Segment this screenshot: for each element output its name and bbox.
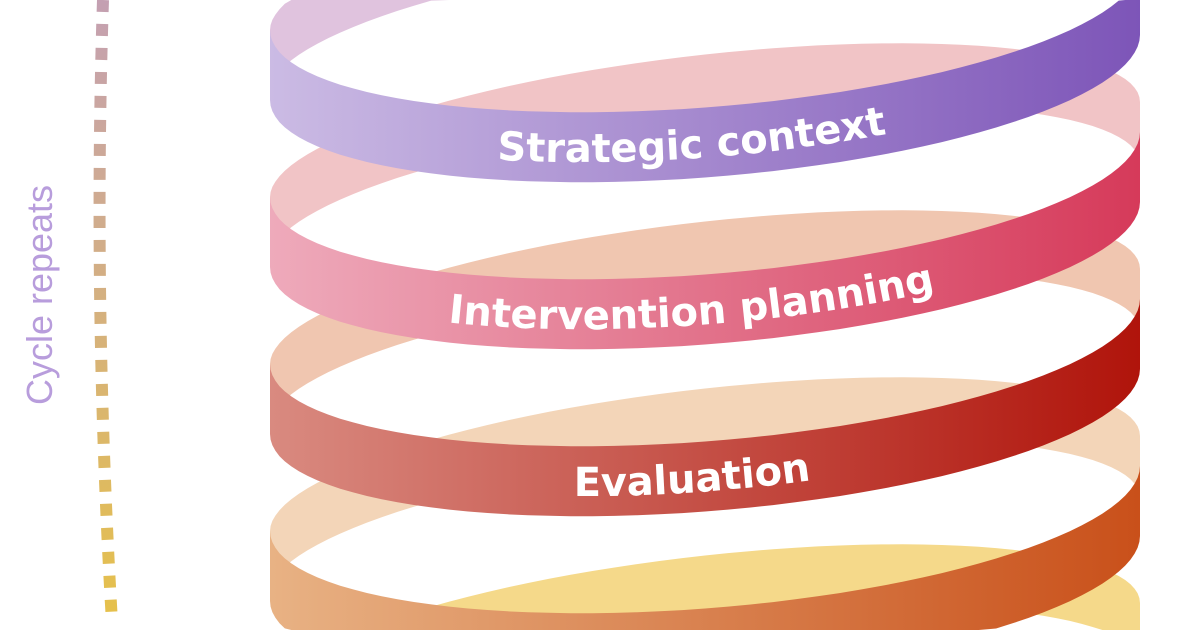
front-band-2 bbox=[270, 299, 1140, 517]
cycle-dotted-arrow bbox=[93, 0, 118, 623]
dotted-line bbox=[93, 0, 118, 623]
back-band-0 bbox=[270, 0, 1140, 92]
back-band-4 bbox=[270, 544, 1140, 630]
cycle-repeats-label: Cycle repeats bbox=[19, 185, 60, 405]
front-band-3 bbox=[270, 466, 1140, 630]
front-band-0 bbox=[270, 0, 1140, 183]
front-band-1 bbox=[270, 132, 1140, 350]
